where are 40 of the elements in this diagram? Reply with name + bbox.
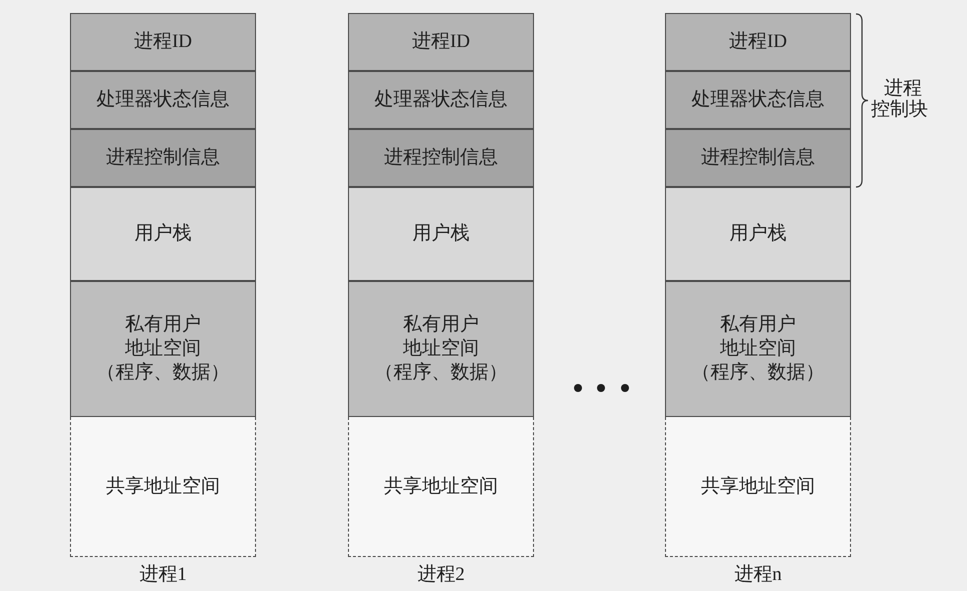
process-id-row xyxy=(70,13,256,71)
region-label: 共享地址空间 xyxy=(106,474,220,498)
process-control-row xyxy=(70,129,256,187)
process-id-row xyxy=(665,13,851,71)
region-label: 进程ID xyxy=(728,30,788,54)
region-label: 共享地址空间 xyxy=(384,474,498,498)
private-address-space-row xyxy=(70,281,256,417)
shared-address-space-row xyxy=(665,417,851,557)
processor-state-row xyxy=(665,71,851,129)
process-caption: 进程n xyxy=(734,563,782,587)
shared-address-space-row xyxy=(348,417,534,557)
region-label: 进程ID xyxy=(412,30,470,54)
process-id-row xyxy=(348,13,534,71)
user-stack-row xyxy=(348,187,534,281)
region-label: 进程控制信息 xyxy=(106,146,220,170)
region-label: 私有用户地址空间（程序、数据） xyxy=(690,313,826,385)
region-label: 处理器状态信息 xyxy=(692,88,824,112)
region-label: 进程控制信息 xyxy=(384,146,498,170)
user-stack-row xyxy=(665,187,851,281)
region-label: 进程控制信息 xyxy=(701,146,815,170)
user-stack-row xyxy=(70,187,256,281)
process-caption: 进程1 xyxy=(139,563,187,587)
brace-label: 进程控制块 xyxy=(870,78,929,120)
region-label: 私有用户地址空间（程序、数据） xyxy=(96,313,230,385)
region-label: 共享地址空间 xyxy=(701,474,815,498)
shared-address-space-row xyxy=(70,417,256,557)
process-control-row xyxy=(348,129,534,187)
process-caption: 进程2 xyxy=(417,563,465,587)
region-label: 进程ID xyxy=(134,30,192,54)
private-address-space-row xyxy=(348,281,534,417)
region-label: 用户栈 xyxy=(134,222,192,246)
processor-state-row xyxy=(348,71,534,129)
region-label: 处理器状态信息 xyxy=(374,88,508,112)
private-address-space-row xyxy=(665,281,851,417)
region-label: 处理器状态信息 xyxy=(96,88,230,112)
region-label: 私有用户地址空间（程序、数据） xyxy=(374,313,508,385)
region-label: 用户栈 xyxy=(412,222,470,246)
region-label: 用户栈 xyxy=(730,222,786,246)
process-control-row xyxy=(665,129,851,187)
processor-state-row xyxy=(70,71,256,129)
